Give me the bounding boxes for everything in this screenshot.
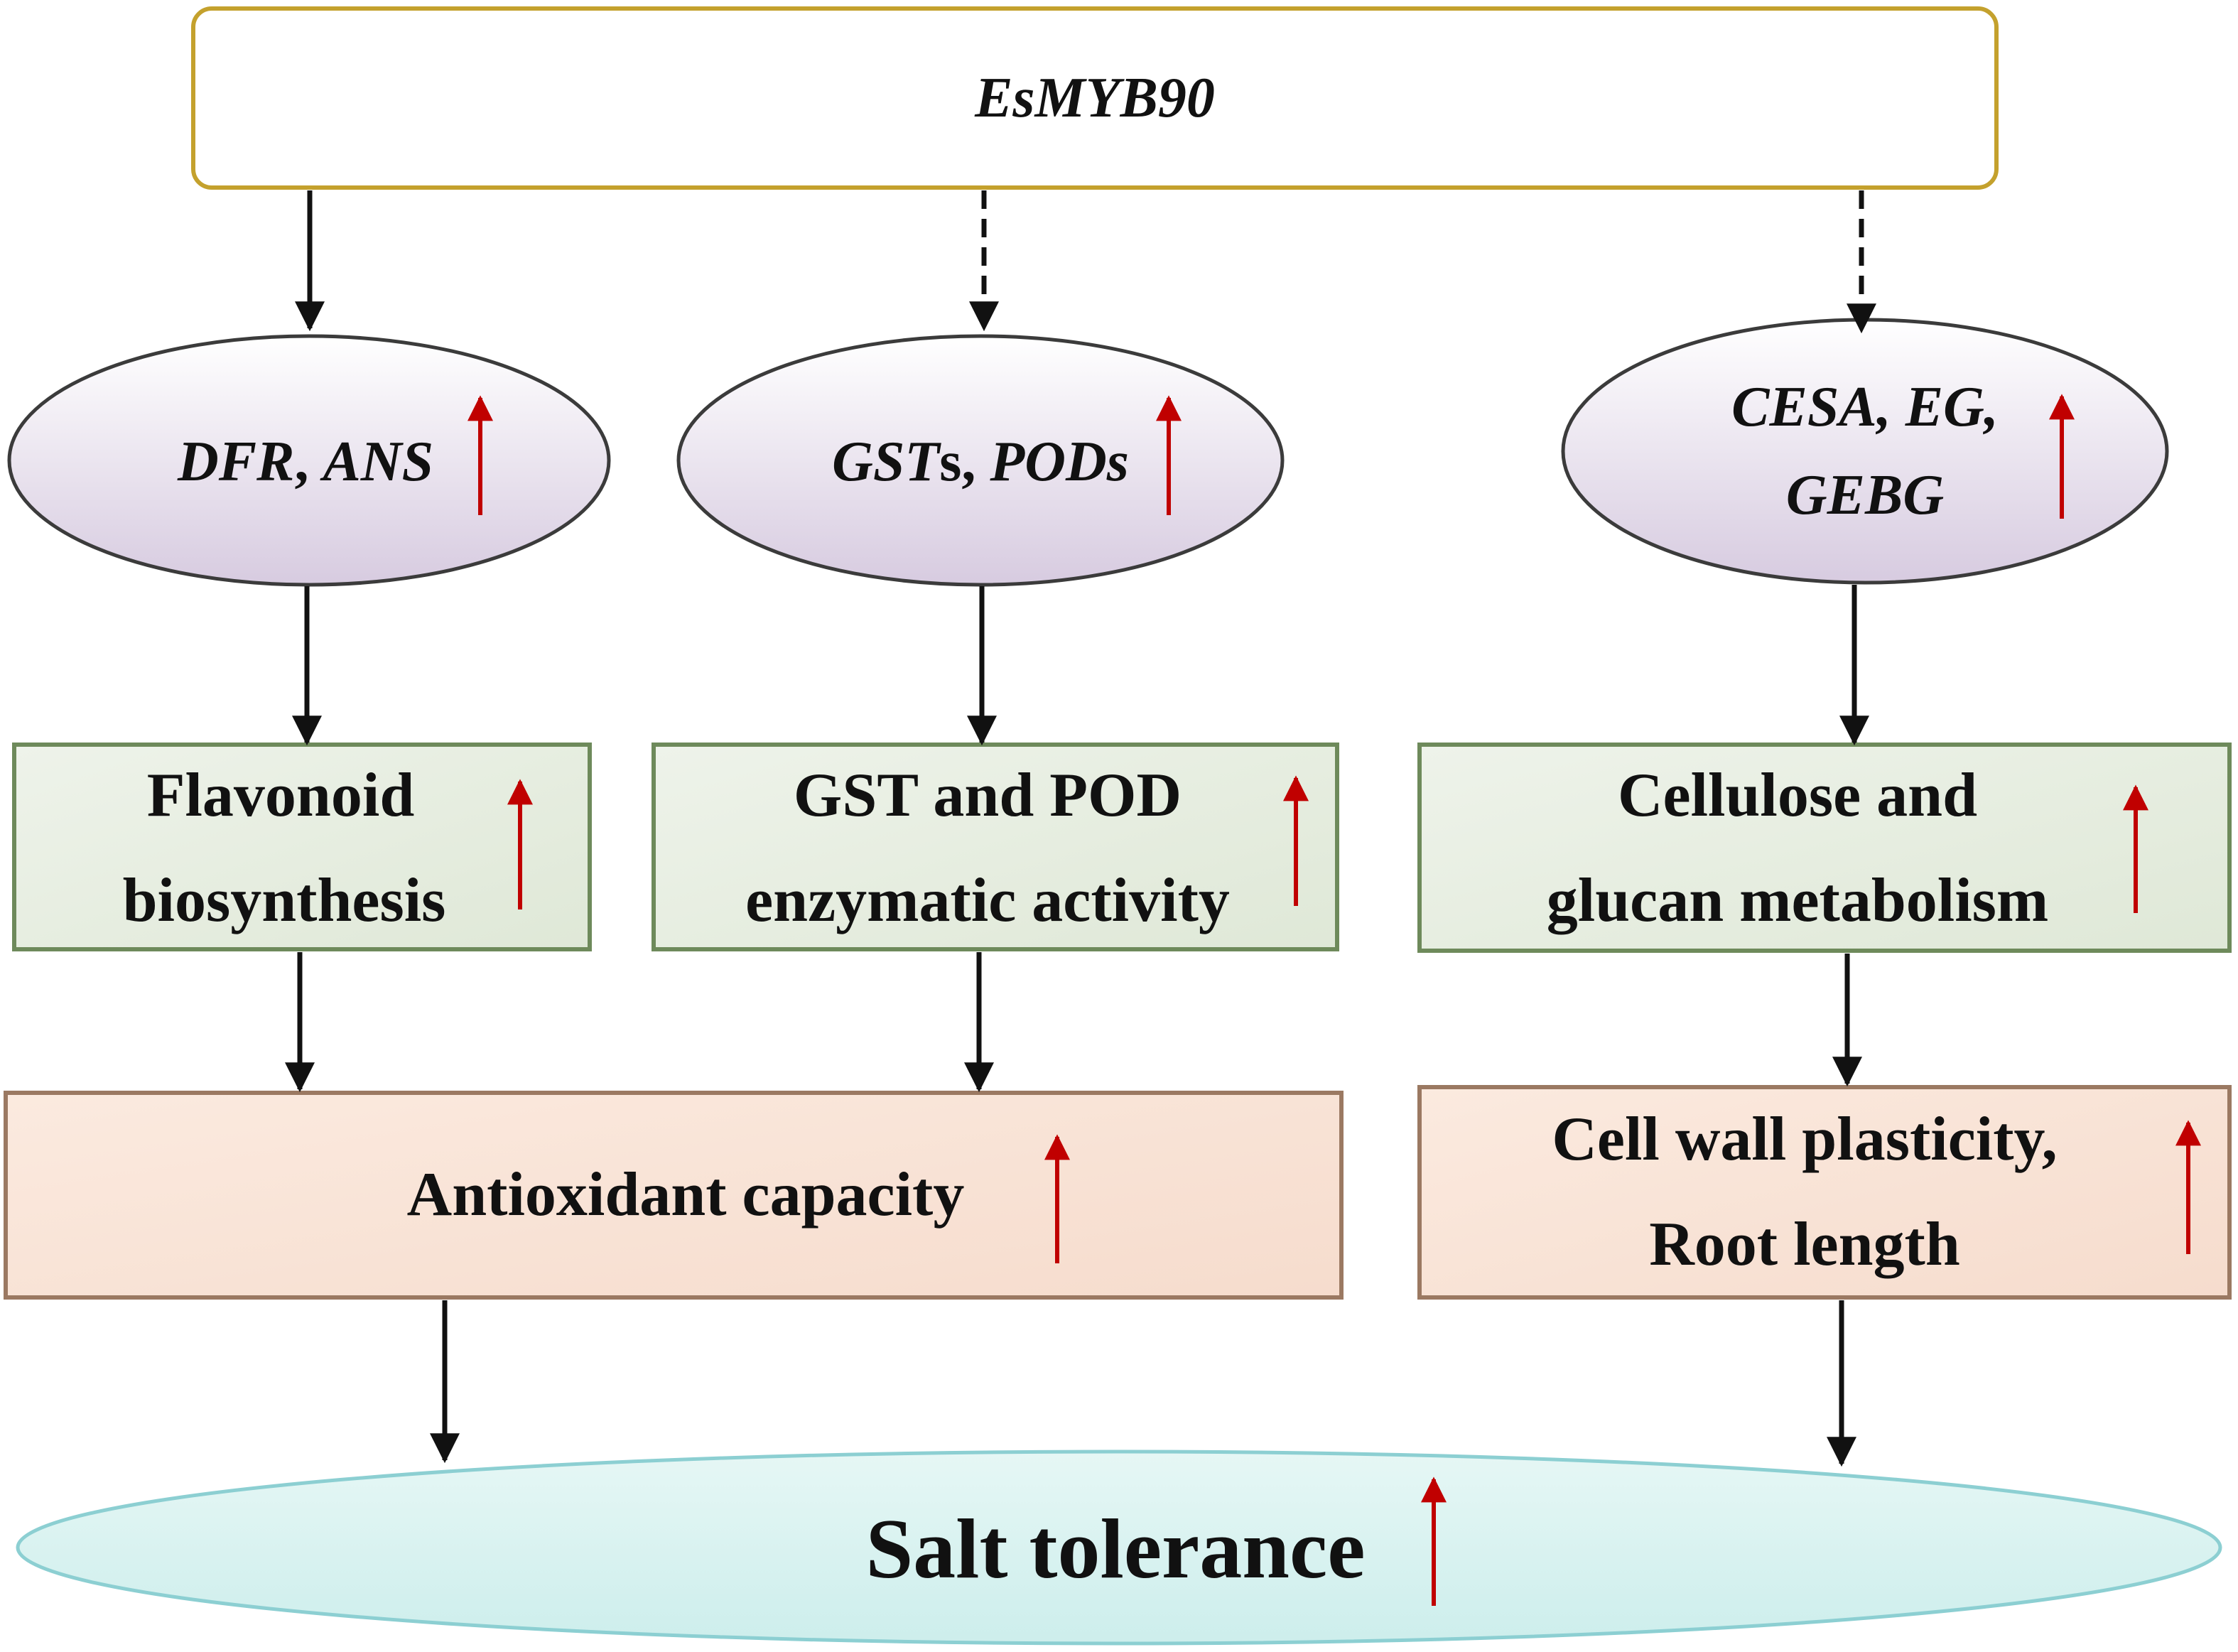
esmyb90-label: EsMYB90 xyxy=(975,67,1215,129)
flavonoid-label: Flavonoid biosynthesis xyxy=(122,761,446,935)
cell-wall-box xyxy=(1417,1085,2232,1300)
dfr-ans-ellipse xyxy=(7,334,611,587)
antioxidant-box xyxy=(4,1091,1344,1300)
cellulose-box xyxy=(1417,743,2232,953)
gst-text: GST xyxy=(832,431,940,493)
dfr-text: DFR xyxy=(177,431,295,493)
salt-tolerance-label: Salt tolerance xyxy=(865,1501,1366,1596)
gst-pod-activity-label: GST and POD enzymatic activity xyxy=(745,761,1230,935)
ans-text: ANS xyxy=(323,431,434,493)
salt-tolerance-ellipse xyxy=(16,1449,2222,1646)
cell-wall-label: Cell wall plasticity, Root length xyxy=(1552,1105,2058,1279)
gsts-pods-ellipse xyxy=(676,334,1285,587)
pods-text: PODs xyxy=(990,431,1129,493)
gsts-pods-sep: , xyxy=(961,431,990,493)
cellulose-label: Cellulose and glucan metabolism xyxy=(1546,761,2049,935)
gsts-suffix: s xyxy=(939,431,962,493)
flavonoid-box xyxy=(12,743,592,951)
cesa-eg-gebg-label: CESA, EG, GEBG xyxy=(1731,376,1999,527)
dfr-ans-sep: , xyxy=(294,431,323,493)
esmyb90-box xyxy=(191,6,1999,190)
antioxidant-label: Antioxidant capacity xyxy=(406,1160,965,1230)
dfr-ans-label: DFR, ANS xyxy=(121,398,490,526)
